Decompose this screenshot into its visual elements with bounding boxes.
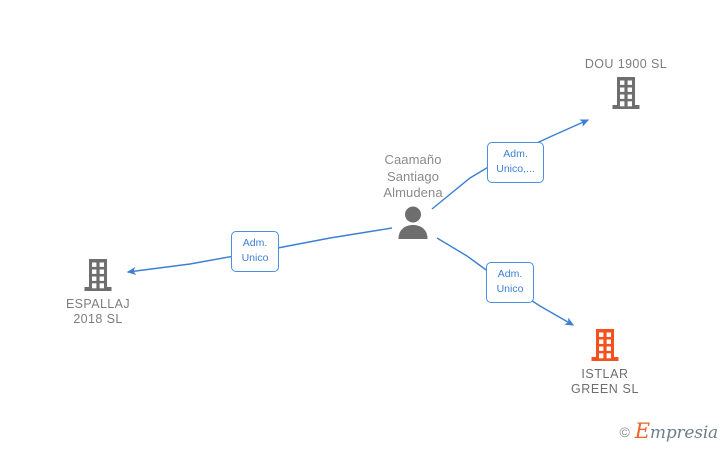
node-company-espallaj[interactable]: ESPALLAJ 2018 SL — [28, 259, 168, 327]
node-istlar-label: ISTLAR GREEN SL — [570, 367, 639, 396]
person-icon — [343, 205, 483, 239]
node-company-istlar[interactable]: ISTLAR GREEN SL — [535, 329, 675, 397]
edge-label-adm-unico-espallaj[interactable]: Adm. Unico — [231, 231, 279, 272]
node-espallaj-label: ESPALLAJ 2018 SL — [65, 297, 131, 326]
building-icon — [556, 77, 696, 111]
node-person[interactable]: Caamaño Santiago Almudena — [343, 152, 483, 239]
brand-initial: E — [634, 419, 650, 443]
edge-label-adm-unico-dou[interactable]: Adm. Unico,... — [487, 142, 544, 183]
brand-rest: mpresia — [649, 423, 718, 443]
watermark: © Empresia — [619, 421, 718, 442]
building-icon — [535, 329, 675, 363]
node-company-dou[interactable]: DOU 1900 SL — [556, 57, 696, 111]
edge-label-adm-unico-istlar[interactable]: Adm. Unico — [486, 262, 534, 303]
node-dou-label: DOU 1900 SL — [584, 57, 668, 71]
brand-logo: Empresia — [635, 421, 718, 442]
copyright-icon: © — [619, 423, 630, 440]
building-icon — [28, 259, 168, 293]
person-name-label: Caamaño Santiago Almudena — [383, 152, 443, 200]
